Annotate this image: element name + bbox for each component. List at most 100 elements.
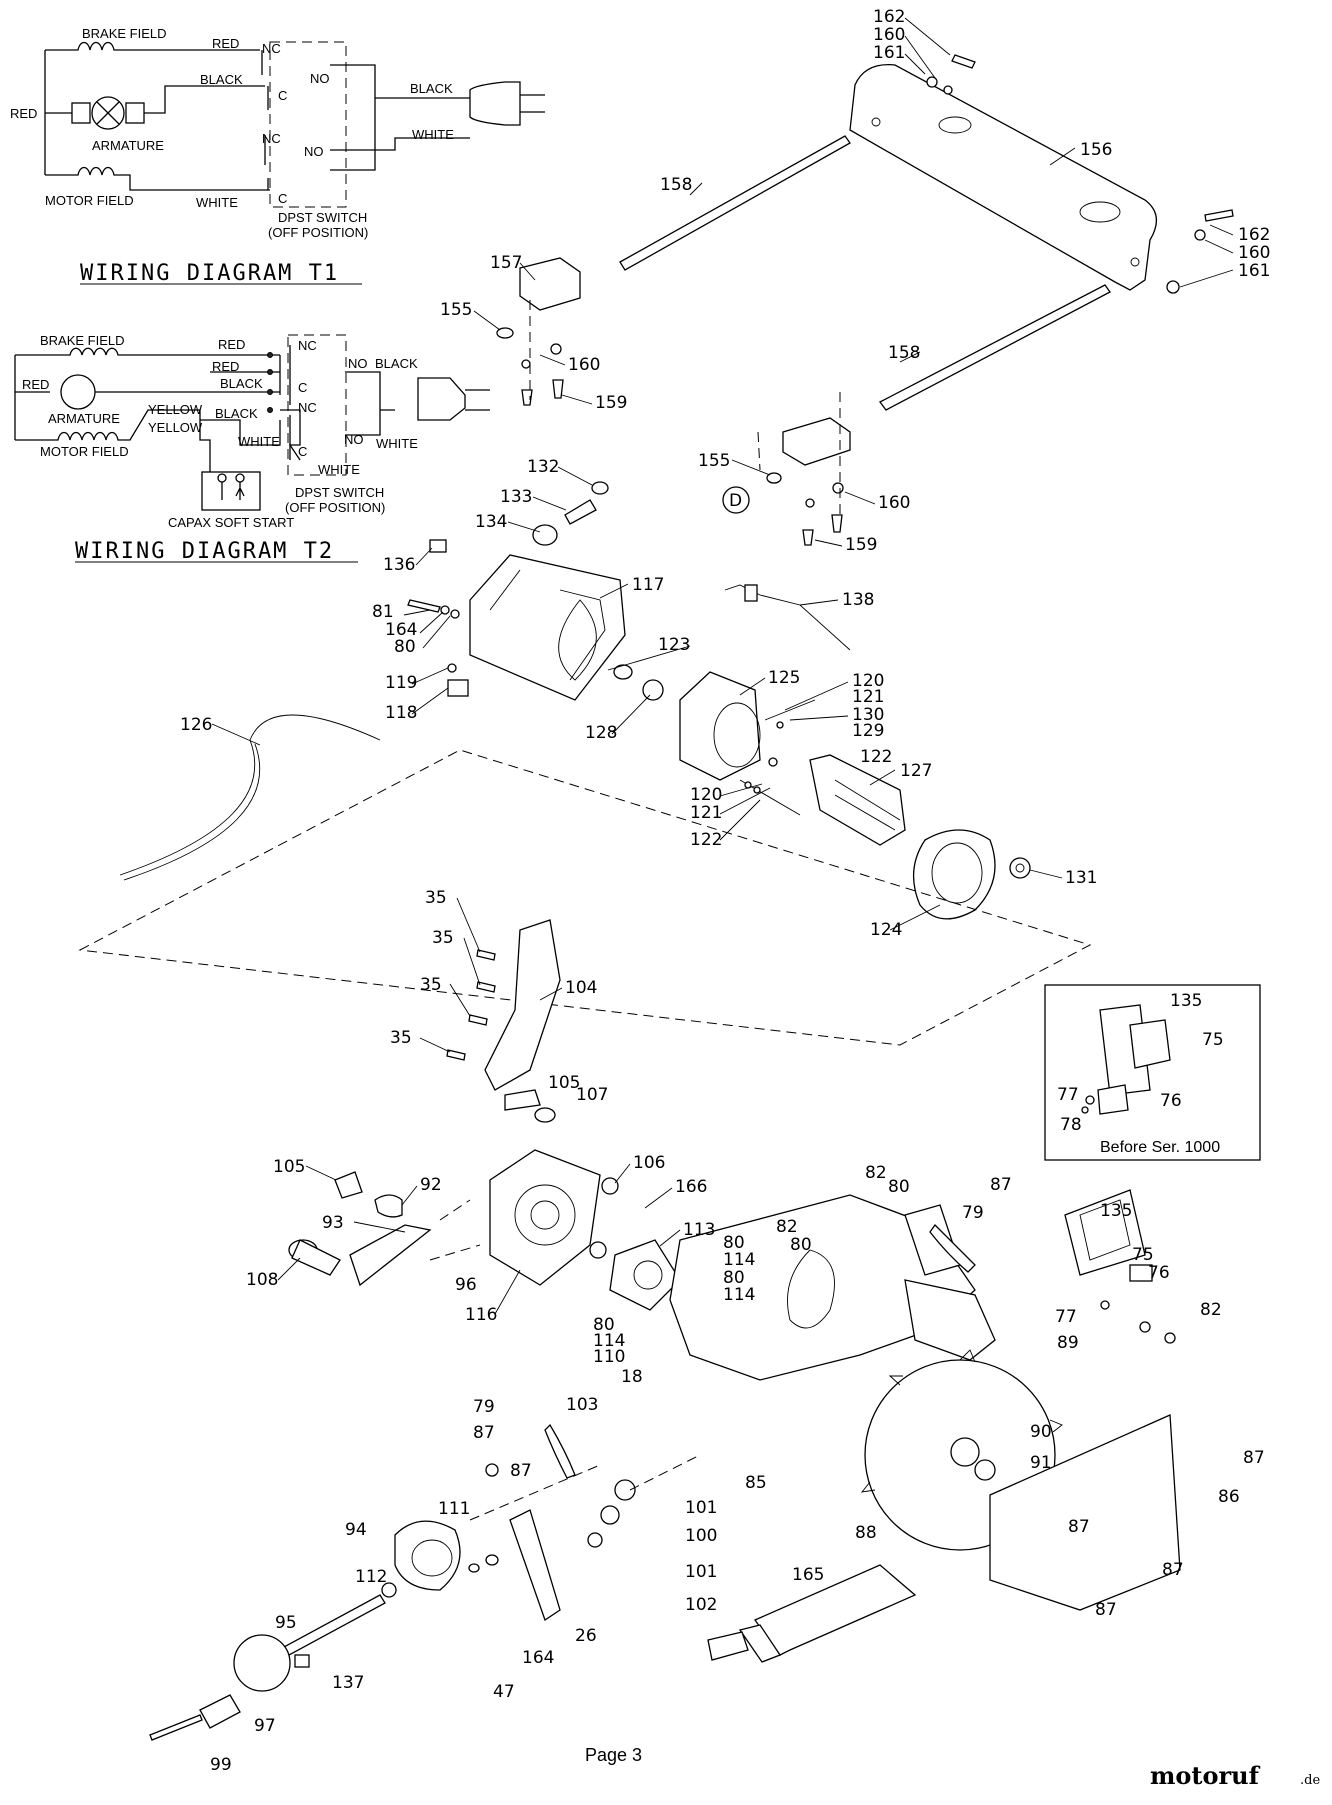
part-label-87: 87 xyxy=(510,1461,532,1481)
part-label-87: 87 xyxy=(1243,1448,1265,1468)
part-label-134: 134 xyxy=(475,512,507,532)
part-label-82: 82 xyxy=(1200,1300,1222,1320)
part-label-80: 80 xyxy=(790,1235,812,1255)
part-label-164: 164 xyxy=(522,1648,554,1668)
part-label-165: 165 xyxy=(792,1565,824,1585)
t1-motor-field-label: MOTOR FIELD xyxy=(45,193,134,208)
part-label-124: 124 xyxy=(870,920,902,940)
leader-lines xyxy=(211,17,1234,1315)
part-label-95: 95 xyxy=(275,1613,297,1633)
part-label-107: 107 xyxy=(576,1085,608,1105)
part-label-76: 76 xyxy=(1148,1263,1170,1283)
t2-brake-field-label: BRAKE FIELD xyxy=(40,333,125,348)
part-label-159: 159 xyxy=(595,393,627,413)
t2-black-a-label: BLACK xyxy=(220,376,263,391)
part-label-94: 94 xyxy=(345,1520,367,1540)
part-label-138: 138 xyxy=(842,590,874,610)
t2-nc1-label: NC xyxy=(298,338,317,353)
part-label-91: 91 xyxy=(1030,1453,1052,1473)
t1-plug-black-label: BLACK xyxy=(410,81,453,96)
wiring-diagram-t1: BRAKE FIELD RED RED BLACK ARMATURE MOTOR… xyxy=(10,26,545,286)
part-label-112: 112 xyxy=(355,1567,387,1587)
part-label-103: 103 xyxy=(566,1395,598,1415)
t2-yellow-a-label: YELLOW xyxy=(148,402,203,417)
part-number-labels: 162 160 161 156 158 162 160 161 157 155 … xyxy=(180,7,1270,1775)
part-label-162: 162 xyxy=(873,7,905,27)
inset-label-78: 78 xyxy=(1060,1115,1082,1135)
part-label-155: 155 xyxy=(440,300,472,320)
t2-plug-black-label: BLACK xyxy=(375,356,418,371)
t2-c1-label: C xyxy=(298,380,307,395)
part-label-81: 81 xyxy=(372,602,394,622)
t2-red-b-label: RED xyxy=(212,359,239,374)
t2-black-b-label: BLACK xyxy=(215,406,258,421)
t1-nc1-label: NC xyxy=(262,41,281,56)
t1-switch-state: (OFF POSITION) xyxy=(268,225,368,240)
part-label-85: 85 xyxy=(745,1473,767,1493)
t2-switch-name: DPST SWITCH xyxy=(295,485,384,500)
t2-red-left-label: RED xyxy=(22,377,49,392)
t1-plug-white-label: WHITE xyxy=(412,127,454,142)
t1-title: WIRING DIAGRAM T1 xyxy=(80,261,339,286)
part-label-125: 125 xyxy=(768,668,800,688)
part-label-110: 110 xyxy=(593,1347,625,1367)
part-label-80: 80 xyxy=(394,637,416,657)
t2-nc2-label: NC xyxy=(298,400,317,415)
t2-red-a-label: RED xyxy=(218,337,245,352)
part-label-136: 136 xyxy=(383,555,415,575)
part-label-158: 158 xyxy=(888,343,920,363)
part-label-121: 121 xyxy=(852,687,884,707)
part-label-87: 87 xyxy=(1068,1517,1090,1537)
t2-title: WIRING DIAGRAM T2 xyxy=(75,539,334,564)
t2-c2-label: C xyxy=(298,444,307,459)
t2-white-b-label: WHITE xyxy=(318,462,360,477)
part-label-26: 26 xyxy=(575,1626,597,1646)
part-label-157: 157 xyxy=(490,253,522,273)
part-label-160: 160 xyxy=(1238,243,1270,263)
part-label-80: 80 xyxy=(888,1177,910,1197)
t1-switch-name: DPST SWITCH xyxy=(278,210,367,225)
part-label-166: 166 xyxy=(675,1177,707,1197)
part-label-135: 135 xyxy=(1100,1201,1132,1221)
part-label-106: 106 xyxy=(633,1153,665,1173)
part-label-87: 87 xyxy=(1162,1560,1184,1580)
part-label-87: 87 xyxy=(473,1423,495,1443)
t2-no2-label: NO xyxy=(344,432,364,447)
part-label-122: 122 xyxy=(860,747,892,767)
inset-label-76: 76 xyxy=(1160,1091,1182,1111)
part-label-122: 122 xyxy=(690,830,722,850)
t1-black-label: BLACK xyxy=(200,72,243,87)
part-label-137: 137 xyxy=(332,1673,364,1693)
part-label-119: 119 xyxy=(385,673,417,693)
part-label-158: 158 xyxy=(660,175,692,195)
inset-caption: Before Ser. 1000 xyxy=(1100,1139,1220,1156)
motor-assembly xyxy=(119,481,1031,920)
part-label-128: 128 xyxy=(585,723,617,743)
part-label-161: 161 xyxy=(1238,261,1270,281)
part-label-160: 160 xyxy=(873,25,905,45)
part-label-35: 35 xyxy=(425,888,447,908)
part-label-86: 86 xyxy=(1218,1487,1240,1507)
part-label-35: 35 xyxy=(432,928,454,948)
part-label-104: 104 xyxy=(565,978,597,998)
t1-brake-field-label: BRAKE FIELD xyxy=(82,26,167,41)
part-label-80: 80 xyxy=(723,1233,745,1253)
part-label-35: 35 xyxy=(420,975,442,995)
part-label-120: 120 xyxy=(690,785,722,805)
part-label-89: 89 xyxy=(1057,1333,1079,1353)
part-label-130: 130 xyxy=(852,705,884,725)
part-label-121: 121 xyxy=(690,803,722,823)
t1-no1-label: NO xyxy=(310,71,330,86)
part-label-131: 131 xyxy=(1065,868,1097,888)
gearbox-assembly xyxy=(149,919,1181,1741)
part-label-100: 100 xyxy=(685,1526,717,1546)
t2-armature-label: ARMATURE xyxy=(48,411,120,426)
page-number: Page 3 xyxy=(585,1745,642,1765)
t1-nc2-label: NC xyxy=(262,131,281,146)
brand-suffix: .de xyxy=(1300,1773,1320,1788)
brand-watermark: motoruf .de xyxy=(1150,1761,1320,1790)
part-label-82: 82 xyxy=(865,1163,887,1183)
part-label-79: 79 xyxy=(962,1203,984,1223)
